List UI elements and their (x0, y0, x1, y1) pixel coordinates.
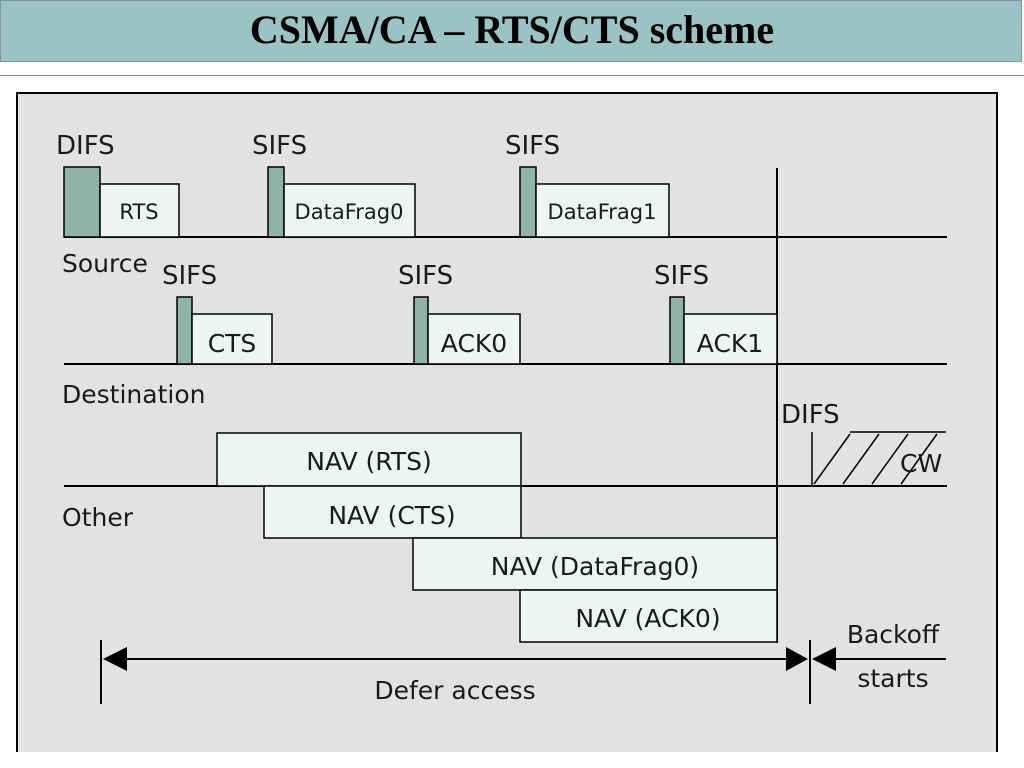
datafrag1-frame (535, 183, 670, 238)
sifs-label-5: SIFS (654, 261, 709, 291)
sifs-interval-3 (176, 296, 193, 365)
sifs-interval-4 (413, 296, 429, 365)
nav-rts-bar (216, 432, 522, 487)
ack0-frame (427, 313, 521, 365)
defer-access-arrow (100, 640, 946, 704)
ack1-frame-label: ACK1 (697, 329, 763, 358)
sifs-label-4: SIFS (398, 261, 453, 291)
bottom-strip (0, 752, 1024, 768)
sifs-label-2: SIFS (505, 131, 560, 161)
rts-frame (99, 183, 180, 238)
sifs-interval-5 (669, 296, 685, 365)
title-divider (0, 75, 1024, 76)
cts-frame (191, 313, 273, 365)
title-bar (0, 0, 1022, 62)
datafrag0-frame (283, 183, 416, 238)
ack1-frame (683, 313, 778, 365)
sifs-label-3: SIFS (162, 261, 217, 291)
sifs-interval-2 (519, 166, 537, 238)
slide-title: CSMA/CA – RTS/CTS scheme (249, 7, 775, 52)
nav-cts-bar (263, 485, 522, 539)
row-label-other: Other (62, 503, 134, 532)
sifs-interval-1 (267, 166, 285, 238)
nav-cts-label: NAV (CTS) (328, 501, 455, 530)
backoff-label-line1: Backoff (847, 620, 940, 649)
ack0-frame-label: ACK0 (441, 329, 507, 358)
backoff-label-line2: starts (857, 664, 928, 693)
sifs-label-1: SIFS (252, 131, 307, 161)
nav-datafrag0-label: NAV (DataFrag0) (491, 552, 699, 581)
defer-access-label: Defer access (374, 676, 535, 705)
difs-interval-source (63, 166, 101, 238)
row-label-destination: Destination (62, 380, 205, 409)
difs-label-source: DIFS (56, 131, 115, 161)
nav-ack0-bar (519, 589, 778, 643)
difs-label-other: DIFS (781, 400, 840, 430)
datafrag0-frame-label: DataFrag0 (295, 200, 404, 224)
contention-window-label: CW (900, 449, 942, 478)
datafrag1-frame-label: DataFrag1 (548, 200, 657, 224)
nav-ack0-label: NAV (ACK0) (575, 604, 720, 633)
nav-datafrag0-bar (412, 537, 778, 591)
row-label-source: Source (62, 249, 148, 278)
contention-window (813, 431, 946, 485)
rts-frame-label: RTS (119, 200, 158, 224)
cts-frame-label: CTS (208, 329, 257, 358)
nav-rts-label: NAV (RTS) (306, 447, 431, 476)
